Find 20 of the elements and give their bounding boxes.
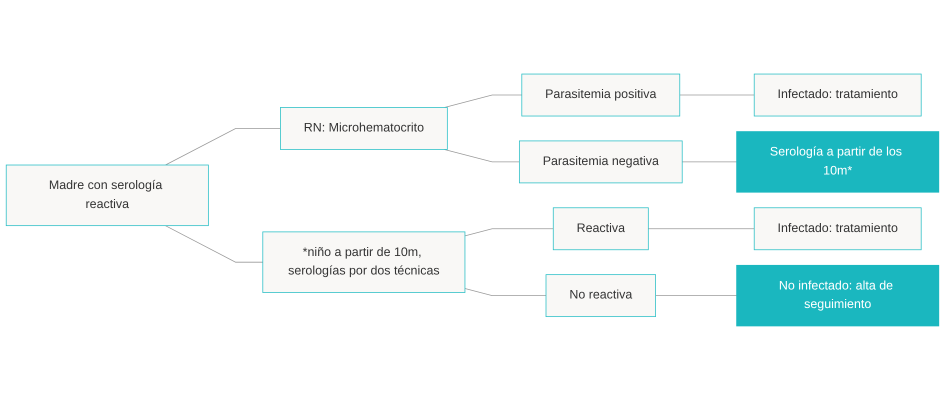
- node-box: No infectado: alta de seguimiento: [736, 264, 940, 326]
- node-box: Infectado: tratamiento: [754, 74, 922, 116]
- node-box: Serología a partir de los 10m*: [736, 131, 940, 193]
- connector: [648, 228, 755, 230]
- node-box: Madre con serología reactiva: [6, 164, 209, 226]
- node-box: *niño a partir de 10m, serologías por dos técnicas: [262, 232, 466, 293]
- node-box: Parasitemia negativa: [518, 140, 683, 184]
- connector: [655, 295, 738, 296]
- connector: [165, 225, 264, 263]
- connector: [679, 94, 755, 96]
- node-box: No reactiva: [546, 274, 656, 318]
- connector: [464, 288, 546, 296]
- connector: [165, 128, 281, 166]
- connector: [464, 228, 554, 236]
- node-box: RN: Microhematocrito: [280, 107, 448, 150]
- connector: [444, 149, 520, 162]
- node-box: Parasitemia positiva: [521, 74, 680, 116]
- node-box: Reactiva: [552, 207, 649, 250]
- connector: [444, 94, 522, 108]
- node-box: Infectado: tratamiento: [754, 207, 922, 250]
